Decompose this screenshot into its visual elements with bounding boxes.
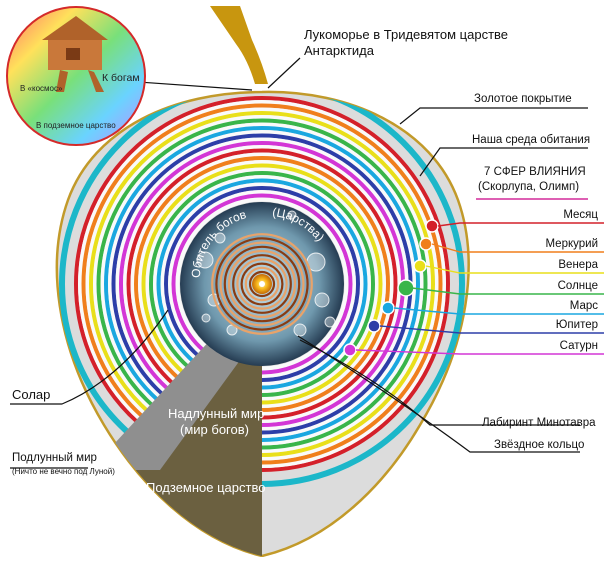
labyrinth-of-minotaur	[211, 233, 313, 335]
svg-text:В подземное царство: В подземное царство	[36, 121, 116, 130]
golden-cover-label: Золотое покрытие	[474, 93, 572, 105]
inset-izba: В «космос» К богам В подземное царство	[6, 6, 146, 146]
habitat-label: Наша среда обитания	[472, 134, 591, 146]
spheres-title: 7 СФЕР ВЛИЯНИЯ	[484, 166, 586, 178]
antarctida-label: Антарктида	[304, 43, 374, 58]
sublunar-label: Подлунный мир	[12, 452, 97, 464]
sphere-label-3: Солнце	[557, 280, 598, 292]
sphere-label-2: Венера	[558, 259, 598, 271]
lukomorye-label: Лукоморье в Тридевятом царстве	[304, 27, 509, 42]
solar-label: Солар	[12, 387, 51, 402]
labyrinth-label: Лабиринт Минотавра	[482, 417, 596, 429]
hut-icon	[42, 16, 108, 92]
star-ring-label: Звёздное кольцо	[494, 439, 585, 451]
sphere-leader-lines	[355, 222, 604, 355]
svg-text:В «космос»: В «космос»	[20, 84, 63, 93]
sphere-label-4: Марс	[569, 300, 598, 312]
bubbles	[196, 210, 336, 337]
sphere-label-6: Сатурн	[559, 340, 598, 352]
underground-label: Подземное царство	[146, 480, 266, 495]
planets	[343, 219, 439, 357]
sphere-label-1: Меркурий	[545, 238, 598, 250]
svg-text:К богам: К богам	[102, 72, 140, 84]
sphere-label-0: Месяц	[563, 209, 598, 221]
supralunar-sub-label: (мир богов)	[180, 422, 249, 437]
apple-stem	[210, 6, 268, 84]
sphere-label-5: Юпитер	[555, 319, 598, 331]
supralunar-label: Надлунный мир	[168, 406, 265, 421]
spheres-subtitle: (Скорлупа, Олимп)	[478, 181, 580, 193]
sublunar-note: (Ничто не вечно под Луной)	[12, 467, 115, 476]
